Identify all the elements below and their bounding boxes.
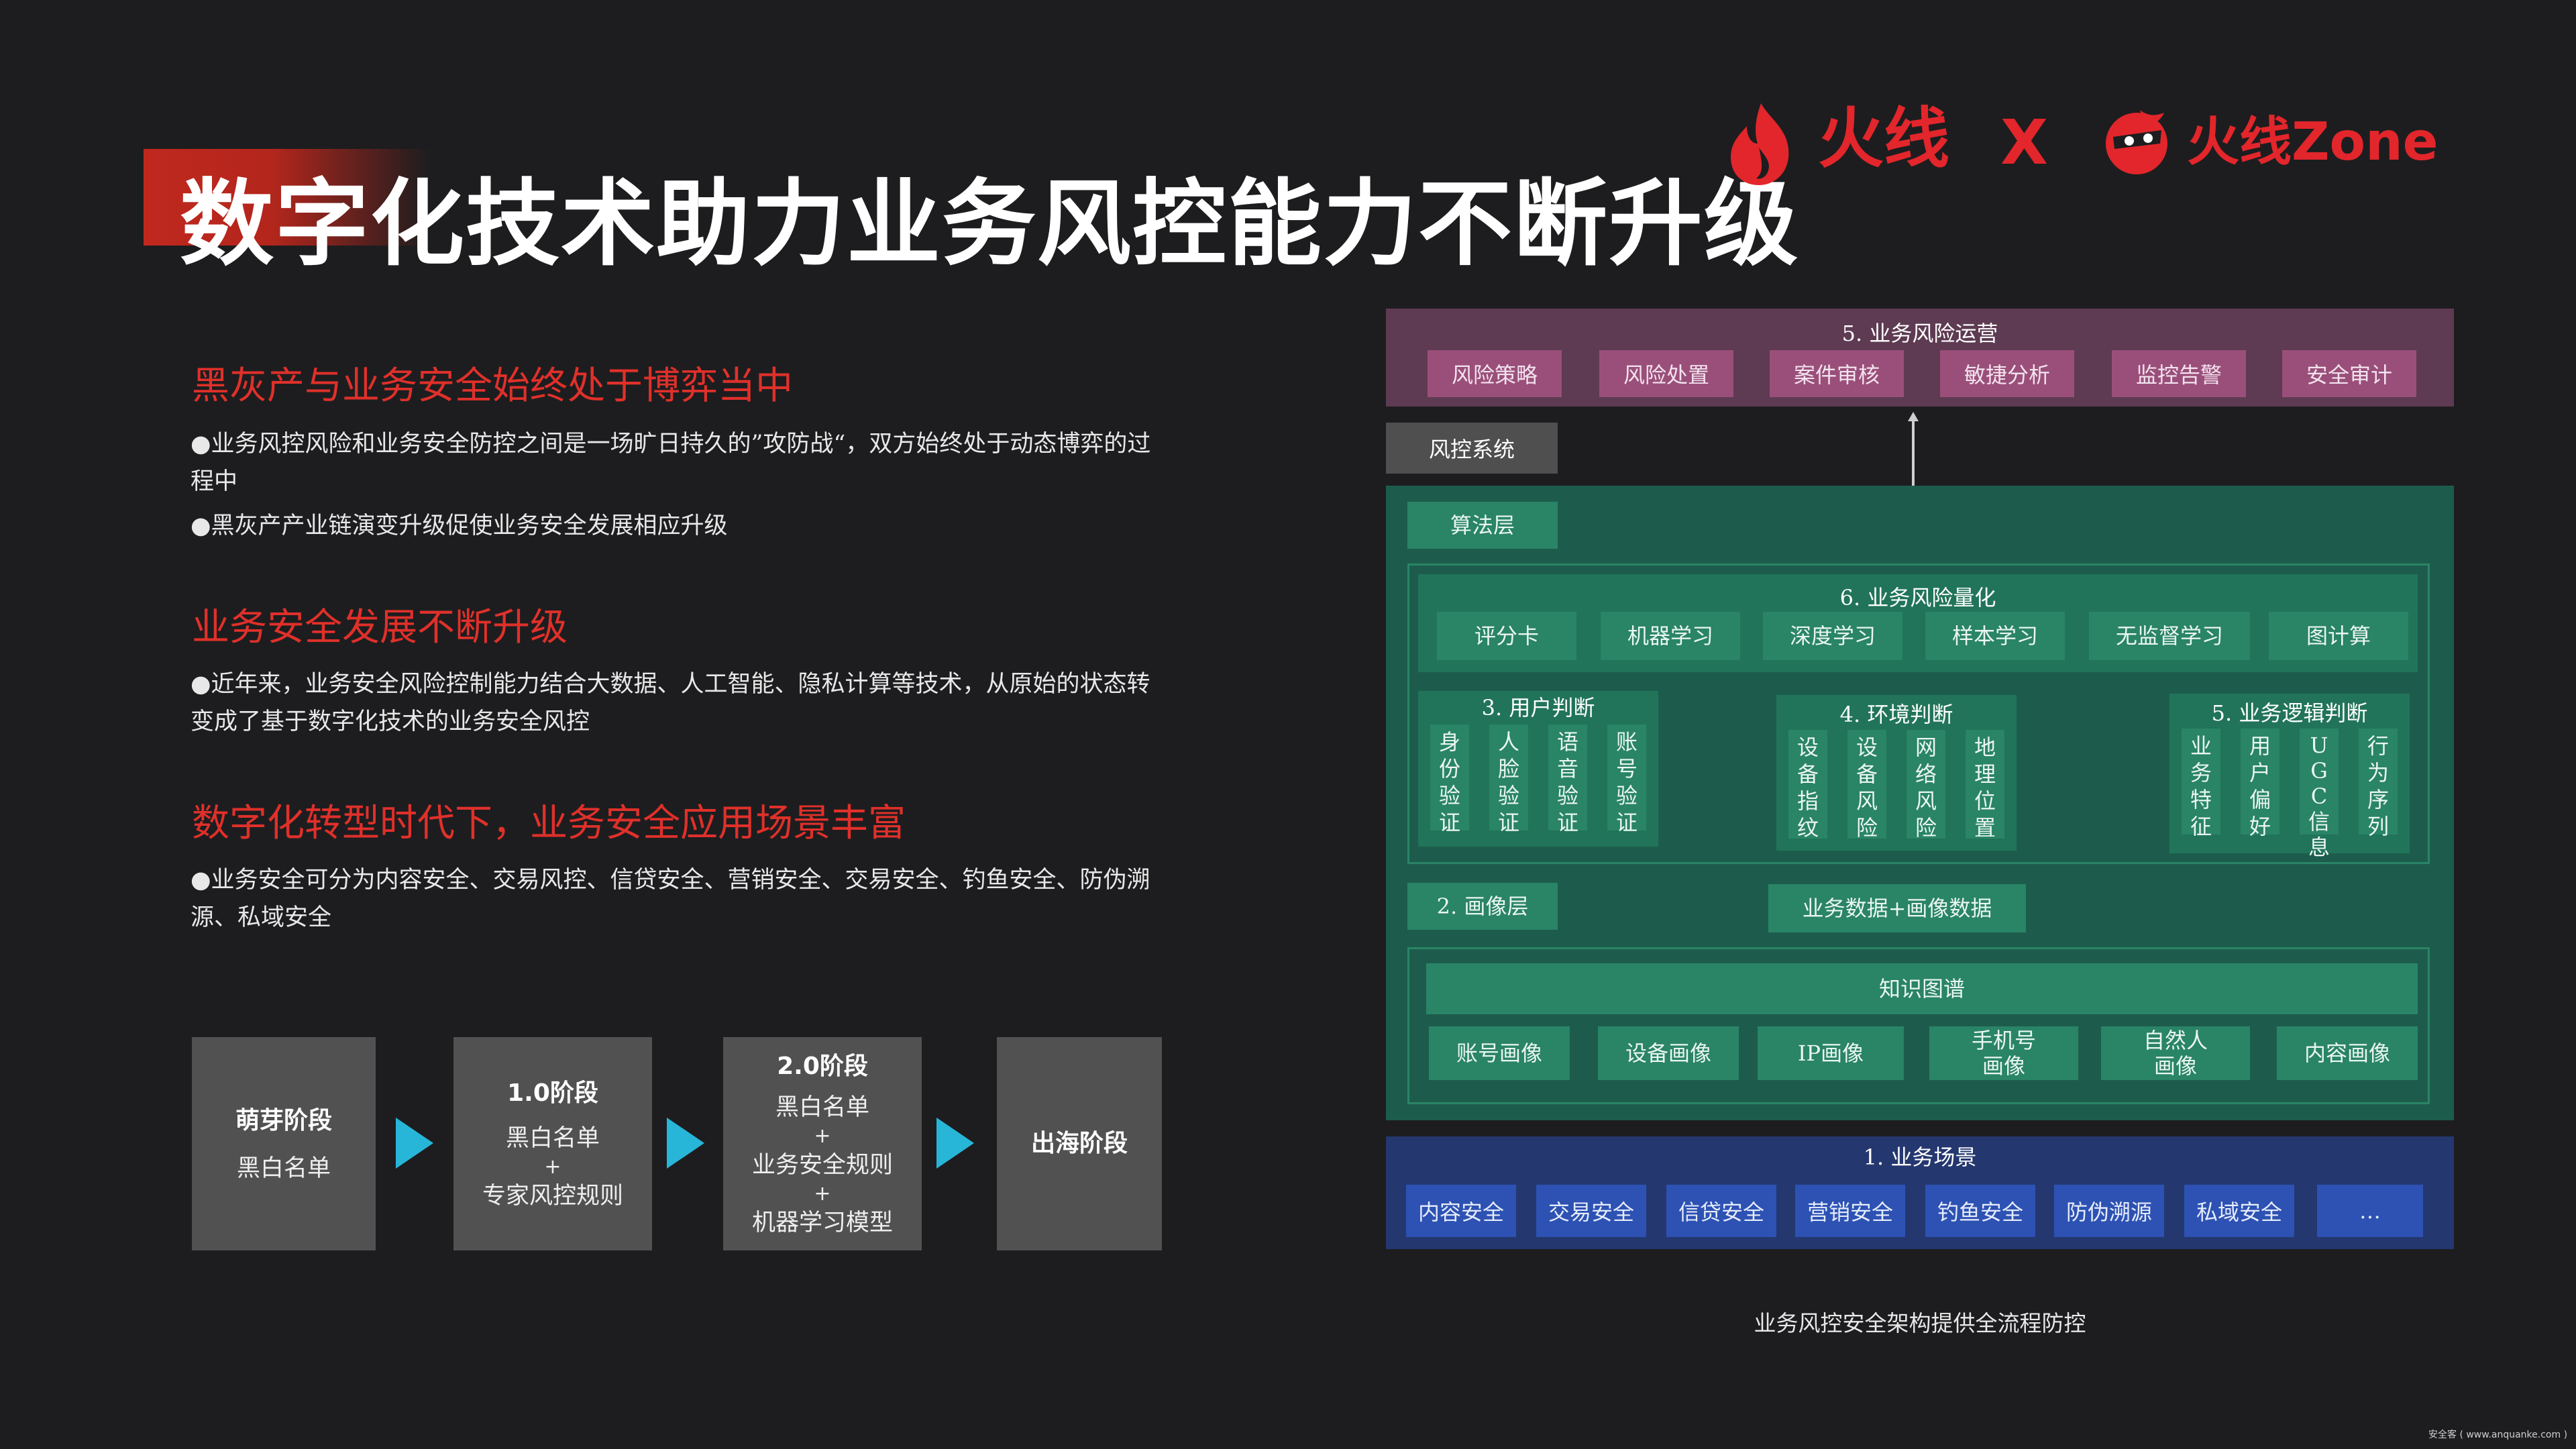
ops-item-agile-analysis: 敏捷分析 — [1940, 350, 2074, 397]
stage-line: + — [814, 1124, 831, 1148]
logic-judgment-title: 5. 业务逻辑判断 — [2211, 700, 2368, 726]
section-heading-2: 业务安全发展不断升级 — [192, 606, 568, 649]
logo-area: 火线 X 火线Zone — [1724, 94, 2438, 188]
logic-item-features: 业务特征 — [2182, 729, 2220, 839]
flame-icon — [1731, 103, 1789, 185]
stage-line: + — [814, 1182, 831, 1205]
algo-layer-label: 算法层 — [1407, 502, 1558, 549]
user-item-voice: 语音验证 — [1548, 724, 1587, 835]
scene-content: 内容安全 — [1406, 1185, 1516, 1237]
quant-panel — [1418, 574, 2418, 672]
stage-line: 机器学习模型 — [751, 1210, 893, 1236]
portrait-phone: 手机号 画像 — [1929, 1026, 2078, 1080]
logic-item-preference: 用户偏好 — [2241, 729, 2279, 839]
section-heading-3: 数字化转型时代下，业务安全应用场景丰富 — [192, 802, 906, 845]
portrait-person: 自然人 画像 — [2101, 1026, 2250, 1080]
risk-system-label: 风控系统 — [1428, 437, 1515, 462]
title-accent-bar — [144, 149, 429, 246]
architecture-caption: 业务风控安全架构提供全流程防控 — [1754, 1310, 2086, 1336]
env-judgment-title: 4. 环境判断 — [1839, 702, 1953, 727]
portrait-layer-frame — [1407, 947, 2430, 1104]
ops-item-case-review: 案件审核 — [1770, 350, 1904, 397]
quant-item-unsupervised: 无监督学习 — [2089, 612, 2250, 660]
env-item-device-risk: 设备风险 — [1847, 730, 1886, 841]
scene-more: … — [2317, 1185, 2423, 1237]
stage-line: 黑白名单 — [775, 1094, 869, 1121]
scene-credit: 信贷安全 — [1666, 1185, 1776, 1237]
arrow-right-icon — [936, 1118, 974, 1169]
quant-item-ml: 机器学习 — [1601, 612, 1740, 660]
quant-item-dl: 深度学习 — [1763, 612, 1902, 660]
portrait-ip: IP画像 — [1758, 1026, 1904, 1080]
watermark: 安全客 ( www.anquanke.com ) — [2428, 1430, 2568, 1440]
stage-title: 2.0阶段 — [777, 1053, 868, 1080]
section-1-bullet-2: ●黑灰产产业链演变升级促使业务安全发展相应升级 — [191, 513, 728, 539]
stage-overseas: 出海阶段 — [997, 1037, 1162, 1250]
scenes-title: 1. 业务场景 — [1863, 1144, 1977, 1170]
stage-title: 萌芽阶段 — [235, 1107, 332, 1134]
logo-huoxian-zone-text: 火线Zone — [2187, 112, 2438, 172]
portrait-data-label: 业务数据+画像数据 — [1768, 884, 2026, 932]
risk-system-label-box: 风控系统 — [1386, 423, 1558, 474]
stage-line: + — [544, 1155, 561, 1179]
scene-anti-counterfeit: 防伪溯源 — [2054, 1185, 2164, 1237]
portrait-layer-label: 2. 画像层 — [1407, 883, 1558, 930]
ops-item-monitoring: 监控告警 — [2112, 350, 2246, 397]
stage-sprout: 萌芽阶段 黑白名单 — [192, 1037, 376, 1250]
quant-title: 6. 业务风险量化 — [1839, 585, 1996, 610]
quant-item-graph: 图计算 — [2269, 612, 2408, 660]
knowledge-graph: 知识图谱 — [1426, 963, 2418, 1014]
user-item-account: 账号验证 — [1607, 724, 1646, 835]
section-1-bullet-1: ●业务风控风险和业务安全防控之间是一场旷日持久的”攻防战“，双方始终处于动态博弈… — [191, 431, 1151, 495]
quant-item-scorecard: 评分卡 — [1437, 612, 1576, 660]
section-3-bullet-1: ●业务安全可分为内容安全、交易风控、信贷安全、营销安全、交易安全、钓鱼安全、防伪… — [191, 867, 1150, 931]
stage-line: 黑白名单 — [236, 1155, 331, 1182]
portrait-account: 账号画像 — [1429, 1026, 1570, 1080]
stage-2-0: 2.0阶段 黑白名单 + 业务安全规则 + 机器学习模型 — [723, 1037, 922, 1250]
stage-title: 1.0阶段 — [507, 1079, 598, 1107]
ops-item-risk-disposal: 风险处置 — [1599, 350, 1733, 397]
arrow-right-icon — [667, 1118, 704, 1169]
page-title: 数字化技术助力业务风控能力不断升级 — [180, 170, 1800, 279]
ops-layer-title: 5. 业务风险运营 — [1841, 321, 1998, 346]
stage-line: 专家风控规则 — [482, 1183, 623, 1210]
ninja-mascot-icon — [2106, 110, 2167, 174]
ops-item-security-audit: 安全审计 — [2282, 350, 2416, 397]
portrait-device: 设备画像 — [1598, 1026, 1739, 1080]
scene-phishing: 钓鱼安全 — [1925, 1185, 2035, 1237]
stage-line: 业务安全规则 — [751, 1152, 893, 1179]
arrow-up-icon — [1908, 412, 1919, 486]
logic-item-behavior: 行为序列 — [2359, 729, 2398, 839]
stage-title: 出海阶段 — [1030, 1130, 1128, 1157]
user-item-face: 人脸验证 — [1489, 724, 1528, 835]
arrow-right-icon — [396, 1118, 433, 1169]
portrait-content: 内容画像 — [2277, 1026, 2418, 1080]
ops-item-risk-strategy: 风险策略 — [1428, 350, 1562, 397]
scene-marketing: 营销安全 — [1795, 1185, 1905, 1237]
section-heading-1: 黑灰产与业务安全始终处于博弈当中 — [192, 364, 793, 408]
user-item-identity: 身份验证 — [1430, 724, 1469, 835]
env-item-network-risk: 网络风险 — [1907, 730, 1945, 841]
scene-private-domain: 私域安全 — [2184, 1185, 2294, 1237]
env-item-geo: 地理位置 — [1966, 730, 2004, 841]
user-judgment-title: 3. 用户判断 — [1481, 695, 1595, 720]
scene-transaction: 交易安全 — [1536, 1185, 1646, 1237]
logo-separator: X — [2000, 107, 2048, 178]
stage-1-0: 1.0阶段 黑白名单 + 专家风控规则 — [453, 1037, 652, 1250]
quant-item-sample: 样本学习 — [1925, 612, 2065, 660]
env-item-fingerprint: 设备指纹 — [1788, 730, 1827, 841]
stage-line: 黑白名单 — [505, 1125, 600, 1152]
ops-layer — [1386, 309, 2454, 407]
logo-huoxian-text: 火线 — [1818, 101, 1950, 177]
algo-layer-frame — [1407, 564, 2430, 864]
section-2-bullet-1: ●近年来，业务安全风险控制能力结合大数据、人工智能、隐私计算等技术，从原始的状态… — [191, 671, 1150, 735]
